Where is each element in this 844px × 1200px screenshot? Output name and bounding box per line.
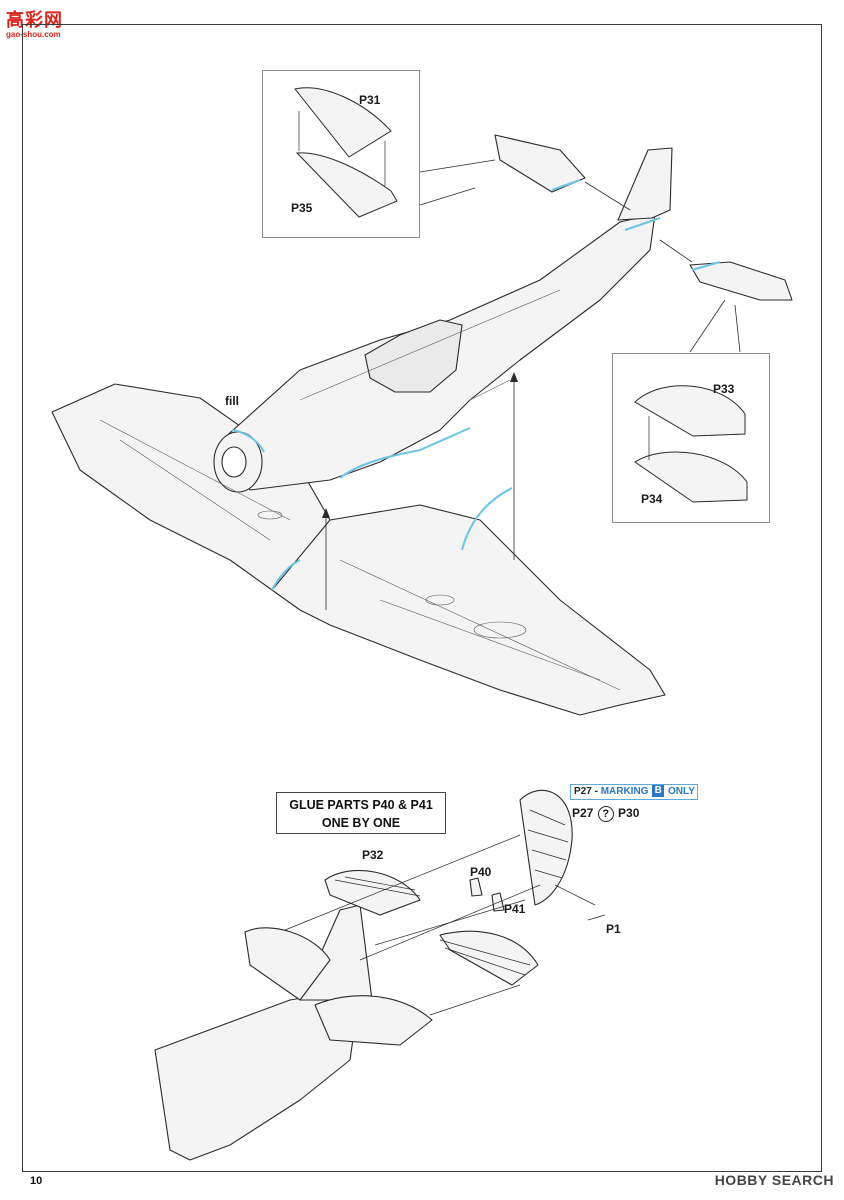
marking-prefix: P27 - (574, 786, 601, 797)
glue-parts-note: GLUE PARTS P40 & P41 ONE BY ONE (276, 792, 446, 834)
detail-box-top-right: P33 P34 (612, 353, 770, 523)
label-p35: P35 (291, 201, 313, 215)
marking-suffix: ONLY (668, 786, 695, 797)
page-number: 10 (30, 1175, 43, 1187)
elevator-piece-right (689, 261, 793, 301)
site-watermark-chars: 高彩网 (6, 10, 63, 30)
site-watermark-url: gao-shou.com (6, 30, 61, 39)
glue-note-line1: GLUE PARTS P40 & P41 (289, 798, 433, 812)
label-p41: P41 (504, 902, 526, 916)
detail-illustration-top-right (634, 385, 748, 503)
label-p27: P27 ? P30 (572, 806, 639, 822)
page-frame (22, 24, 822, 1172)
elevator-p32 (324, 869, 421, 916)
elevator-right (439, 930, 539, 986)
right-wing (271, 504, 666, 716)
tailplane-right (314, 995, 433, 1046)
label-p27-text: P27 (572, 806, 594, 821)
site-watermark-logo: 高彩网 gao-shou.com (6, 6, 63, 39)
label-p1: P1 (606, 922, 621, 936)
marking-badge: B (652, 785, 665, 798)
detail-illustration-top-left (294, 87, 398, 218)
label-fill: fill (225, 394, 239, 408)
tailplane-left (244, 927, 331, 1001)
glue-note-line2: ONE BY ONE (321, 816, 401, 830)
label-p34: P34 (641, 492, 663, 506)
hobby-search-watermark: HOBBY SEARCH (714, 1172, 834, 1188)
detail-box-top-left: P31 P35 (262, 70, 420, 238)
label-p40: P40 (470, 865, 492, 879)
rudder (519, 789, 573, 906)
marking-note: P27 - MARKING B ONLY (570, 784, 698, 800)
marking-word: MARKING (600, 786, 649, 797)
vertical-fin (617, 147, 673, 221)
question-circle-icon: ? (597, 806, 614, 822)
label-p32: P32 (362, 848, 384, 862)
label-p30-text: P30 (618, 806, 640, 821)
label-p33: P33 (713, 382, 735, 396)
label-p31: P31 (359, 93, 381, 107)
canopy (364, 319, 463, 393)
